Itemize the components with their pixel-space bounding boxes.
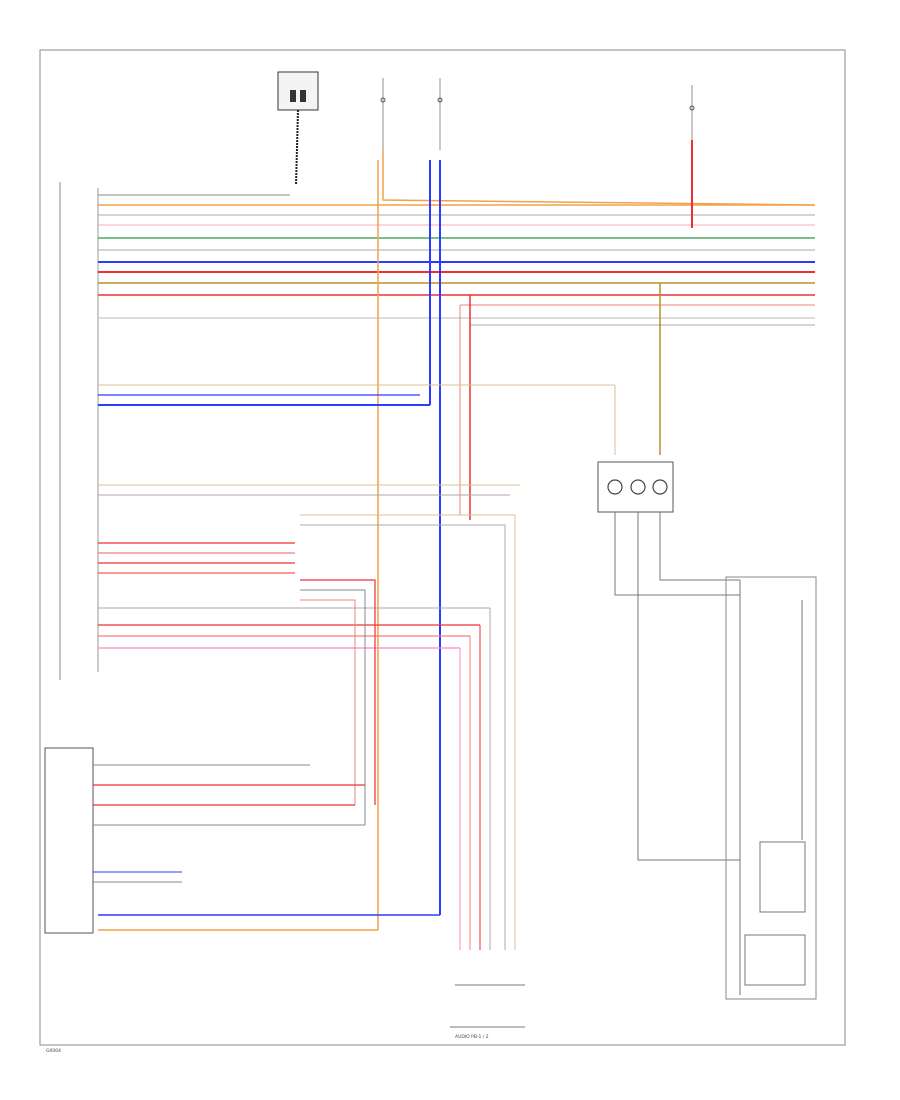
bottom-reference: AUDIO PB-1 / 2 <box>455 1034 489 1040</box>
ground-note: G0004 <box>46 1048 61 1054</box>
fuse-feeds <box>380 78 695 150</box>
steering-switch-module <box>597 461 817 1000</box>
speaker-wires <box>300 514 516 950</box>
diagram-frame <box>39 49 846 1046</box>
top-wire-bundle <box>98 194 815 326</box>
relay-box <box>277 71 319 186</box>
head-unit-connector <box>59 182 99 680</box>
bottom-connector <box>450 984 525 1028</box>
vertical-feeds <box>98 140 816 931</box>
lower-module <box>44 747 365 934</box>
middle-wires <box>98 384 616 649</box>
